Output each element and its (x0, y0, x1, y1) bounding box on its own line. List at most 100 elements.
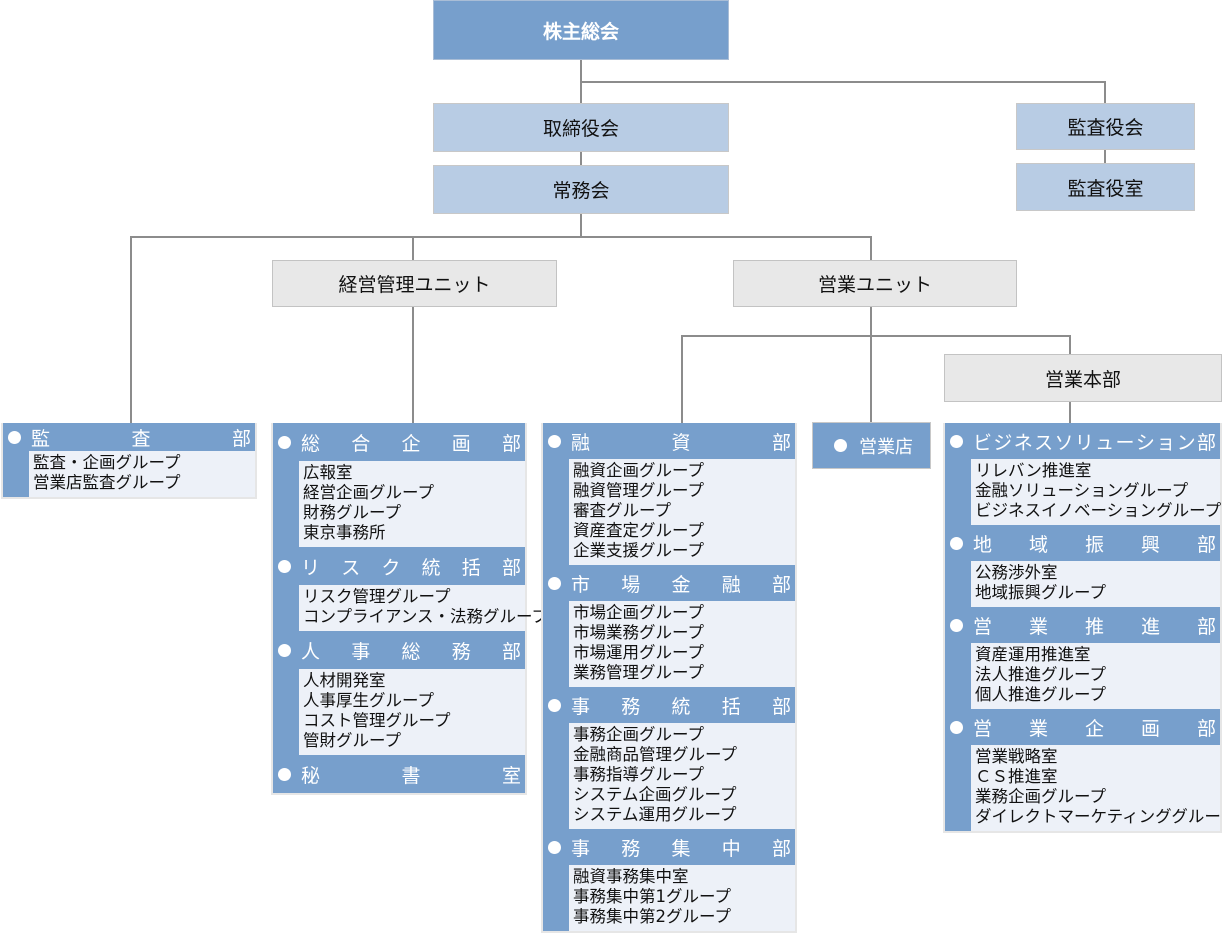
department-name-char: 人 (301, 640, 321, 663)
department-name-char: 画 (451, 432, 471, 455)
shareholders-meeting-label: 株主総会 (542, 20, 619, 43)
department-name: 秘書室 (301, 761, 525, 788)
department-name-char: 集 (671, 837, 691, 860)
department-name-char: シ (1135, 431, 1155, 454)
department-name: 地域振興部 (973, 530, 1220, 557)
auditors-office-label: 監査役室 (1067, 177, 1144, 200)
department-name-char: 推 (1084, 615, 1104, 638)
department-name-char: ク (381, 556, 401, 579)
connector (412, 236, 414, 261)
management-department-column: 総合企画部広報室経営企画グループ財務グループ東京事務所リスク統括部リスク管理グル… (271, 423, 549, 795)
group-item: コンプライアンス・法務グループ (303, 607, 549, 626)
branches-label: 営業店 (859, 436, 913, 458)
audit-board-box: 監査役会 (1016, 103, 1195, 150)
department-name-char: 秘 (301, 764, 321, 787)
management-unit-box: 経営管理ユニット (272, 260, 557, 307)
connector (681, 335, 683, 423)
department-name-char: 域 (1028, 533, 1048, 556)
group-item: 事務企画グループ (573, 725, 705, 744)
department-name-char: ネ (1013, 431, 1033, 454)
department-name-char: 金 (671, 573, 691, 596)
department-name: 営業企画部 (973, 714, 1220, 741)
department-header: 人事総務部 (273, 631, 525, 669)
group-item: ダイレクトマーケティンググループ (975, 807, 1222, 826)
connector (1069, 335, 1071, 355)
department-name-char: 営 (973, 615, 993, 638)
department-name-char: 場 (621, 573, 641, 596)
department-name: 監査部 (31, 424, 255, 451)
bullet-icon (278, 767, 291, 781)
department-name-char: 統 (421, 556, 441, 579)
group-item: 金融商品管理グループ (573, 745, 738, 764)
group-item: 管財グループ (303, 731, 402, 750)
bullet-icon (548, 840, 561, 854)
department-header: 融資部 (543, 423, 795, 459)
group-list: 融資企画グループ融資管理グループ審査グループ資産査定グループ企業支援グループ (569, 459, 795, 565)
department-name-char: 部 (501, 432, 521, 455)
department-header: 総合企画部 (273, 423, 525, 461)
connector (412, 306, 414, 423)
connector (870, 306, 872, 423)
sales-unit-box: 営業ユニット (733, 260, 1017, 307)
department-header: 市場金融部 (543, 565, 795, 601)
department-name-char: 業 (1028, 717, 1048, 740)
department-name-char: 総 (301, 432, 321, 455)
department-name-char: 進 (1140, 615, 1160, 638)
bullet-icon (950, 536, 963, 550)
department-name-char: 査 (131, 427, 151, 450)
group-item: 個人推進グループ (975, 685, 1107, 704)
group-item: 経営企画グループ (303, 483, 435, 502)
group-item: 市場運用グループ (573, 643, 705, 662)
department-name-char: 部 (1196, 717, 1216, 740)
group-item: リレバン推進室 (975, 461, 1092, 480)
department-name-char: ス (341, 556, 361, 579)
bullet-icon (950, 720, 963, 734)
group-list: 監査・企画グループ営業店監査グループ (29, 451, 255, 497)
executive-committee-label: 常務会 (552, 180, 610, 202)
department-name: 人事総務部 (301, 637, 525, 664)
department-name: 事務統括部 (571, 692, 795, 719)
department-name-char: ソ (1054, 431, 1074, 454)
department-name-char: 部 (771, 431, 791, 454)
sales-hq-department-column: ビジネスソリューション部リレバン推進室金融ソリューショングループビジネスイノベー… (943, 423, 1222, 833)
department-header: 地域振興部 (945, 525, 1220, 561)
group-list: 融資事務集中室事務集中第1グループ事務集中第2グループ (569, 865, 795, 931)
bullet-icon (278, 559, 291, 573)
connector (580, 81, 1106, 83)
group-item: 法人推進グループ (975, 665, 1107, 684)
department-name-char: 部 (771, 573, 791, 596)
group-item: 資産運用推進室 (975, 645, 1091, 664)
group-item: システム運用グループ (573, 805, 737, 824)
group-item: システム企画グループ (573, 785, 737, 804)
department-name-char: 融 (721, 573, 741, 596)
group-item: 業務企画グループ (975, 787, 1107, 806)
department-name-char: 部 (771, 695, 791, 718)
board-of-directors-label: 取締役会 (542, 118, 619, 140)
management-unit-label: 経営管理ユニット (338, 274, 491, 296)
department-name-char: 中 (721, 837, 741, 860)
group-item: 公務渉外室 (975, 563, 1058, 582)
department-name-char: 企 (401, 432, 421, 455)
department-name-char: ー (1115, 431, 1135, 454)
bullet-icon (548, 434, 561, 448)
department-name-char: 興 (1140, 533, 1160, 556)
department-name-char: ュ (1095, 431, 1115, 454)
audit-department-column: 監査部監査・企画グループ営業店監査グループ (1, 423, 257, 499)
group-item: 融資企画グループ (573, 461, 705, 480)
connector (580, 213, 582, 237)
sales-unit-label: 営業ユニット (817, 274, 932, 296)
group-list: 事務企画グループ金融商品管理グループ事務指導グループシステム企画グループシステム… (569, 723, 795, 829)
group-item: 金融ソリューショングループ (975, 481, 1189, 500)
group-item: 市場業務グループ (573, 623, 705, 642)
department-name-char: 企 (1084, 717, 1104, 740)
group-item: 市場企画グループ (573, 603, 705, 622)
department-name: 事務集中部 (571, 834, 795, 861)
department-name-char: ジ (993, 431, 1013, 454)
department-name-char: 地 (973, 533, 993, 556)
department-name-char: 事 (351, 640, 371, 663)
group-item: ＣＳ推進室 (975, 767, 1058, 786)
group-list: 公務渉外室地域振興グループ (971, 561, 1220, 607)
department-name-char: ン (1176, 431, 1196, 454)
group-list: リスク管理グループコンプライアンス・法務グループ (299, 585, 549, 631)
group-item: リスク管理グループ (303, 587, 451, 606)
